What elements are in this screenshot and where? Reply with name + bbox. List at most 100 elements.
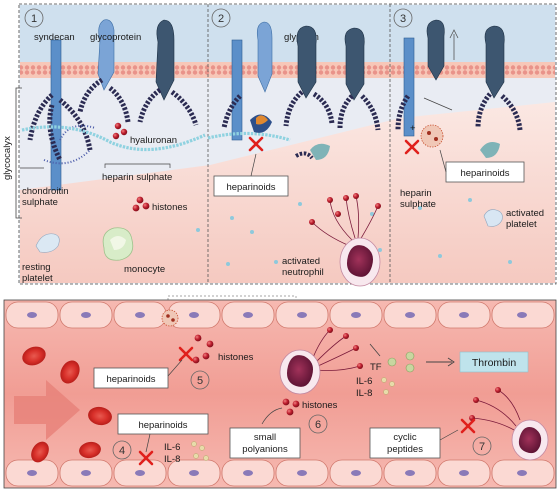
panel-number-2: 2 [211, 8, 231, 28]
svg-text:resting: resting [22, 262, 51, 273]
glycoprotein-label: glycoprotein [90, 32, 141, 43]
glycocalyx-fragment-p3 [480, 142, 500, 158]
cytokines-center: IL-6 IL-8 [356, 376, 395, 399]
svg-text:histones: histones [302, 400, 338, 411]
hyaluronan-chain-p2 [207, 131, 291, 142]
blood-flow-arrow [14, 380, 80, 440]
svg-text:5: 5 [197, 375, 203, 387]
svg-text:sulphate: sulphate [400, 199, 436, 210]
glypican-protein-p3 [484, 25, 505, 99]
svg-text:cyclic: cyclic [393, 432, 416, 443]
svg-text:heparinoids: heparinoids [138, 420, 187, 431]
svg-text:IL-6: IL-6 [356, 376, 372, 387]
svg-text:TF: TF [370, 362, 382, 373]
red-blood-cells [22, 346, 112, 463]
syndecan-protein-p3 [403, 37, 415, 137]
svg-text:histones: histones [218, 352, 254, 363]
activated-platelet-label: activated platelet [483, 208, 544, 230]
svg-text:4: 4 [119, 445, 125, 457]
svg-text:small: small [254, 432, 276, 443]
dark-glycoprotein-protein [155, 19, 175, 101]
heparinoids-box-5: heparinoids [93, 359, 183, 389]
svg-text:activated: activated [282, 256, 320, 267]
svg-text:peptides: peptides [387, 444, 423, 455]
histones-5: histones [192, 334, 254, 364]
inhibition-cross-7 [460, 418, 476, 434]
plasma-particles [196, 198, 512, 266]
panel-number-5: 5 [190, 370, 210, 390]
panel-number-7: 7 [472, 436, 492, 456]
panel-number-1: 1 [24, 8, 44, 28]
neutrophil-vessel-center [279, 327, 363, 395]
inhibition-cross-p2 [248, 136, 264, 152]
svg-text:heparin sulphate: heparin sulphate [102, 172, 172, 183]
svg-text:polyanions: polyanions [242, 444, 288, 455]
svg-text:sulphate: sulphate [22, 197, 58, 208]
svg-text:glycocalyx: glycocalyx [2, 136, 13, 180]
svg-text:2: 2 [218, 13, 224, 25]
tf-pathway: TF [369, 343, 455, 373]
svg-text:heparin: heparin [400, 188, 432, 199]
svg-text:heparinoids: heparinoids [226, 182, 275, 193]
hyaluronan-chain [21, 125, 206, 152]
glycoprotein-protein-p3 [426, 19, 459, 81]
heparin-sulphate-chains-p1 [27, 77, 199, 162]
panel-number-3: 3 [393, 8, 413, 28]
glycoprotein-protein-p2 [256, 21, 273, 93]
glycocalyx-fragment [294, 143, 330, 160]
svg-text:heparinoids: heparinoids [106, 374, 155, 385]
heparin-sulphate-chains-p2 [221, 90, 381, 131]
inhibition-cross-5 [178, 346, 194, 362]
shedding-bracket-p3 [423, 97, 453, 111]
heparinoids-box-p2: heparinoids [213, 153, 289, 197]
panel-number-4: 4 [112, 440, 132, 460]
svg-text:heparinoids: heparinoids [460, 168, 509, 179]
thrombin-box: Thrombin [459, 351, 529, 373]
svg-text:+: + [410, 123, 416, 134]
cytokines-4: IL-6 IL-8 [164, 441, 209, 465]
activated-neutrophil: activated neutrophil [282, 193, 381, 287]
inhibition-cross-4 [138, 450, 154, 466]
chondroitin-chain [43, 124, 96, 165]
svg-text:histones: histones [152, 202, 188, 213]
glycoprotein-protein [97, 19, 115, 91]
activated-platelet-vessel [161, 309, 179, 327]
neutrophil-vessel-right [469, 387, 549, 461]
svg-text:IL-8: IL-8 [164, 454, 180, 465]
svg-text:monocyte: monocyte [124, 264, 165, 275]
inhibition-cross-p3 [404, 139, 420, 155]
cyclic-peptides-box: cyclic peptides [369, 427, 459, 459]
svg-text:Thrombin: Thrombin [472, 357, 517, 369]
heparinoids-box-4: heparinoids [117, 413, 209, 453]
resting-platelet: resting platelet [22, 233, 60, 284]
vessel-panel [3, 299, 557, 489]
monocyte: monocyte [102, 227, 165, 275]
svg-text:neutrophil: neutrophil [282, 267, 324, 278]
heparin-sulphate-label-p3: heparin sulphate [400, 188, 436, 210]
hyaluronan-label: hyaluronan [130, 135, 177, 146]
chondroitin-sulphate-callout: chondroitin sulphate [20, 167, 68, 208]
histone-cluster [112, 122, 128, 140]
svg-text:activated: activated [506, 208, 544, 219]
heparinoids-box-p3: heparinoids [439, 149, 525, 183]
svg-text:7: 7 [479, 441, 485, 453]
histones-6: histones [261, 398, 338, 425]
zoom-connector [167, 295, 297, 300]
svg-text:IL-8: IL-8 [356, 388, 372, 399]
syndecan-protein-p2 [231, 39, 243, 141]
syndecan-label: syndecan [34, 32, 75, 43]
glypican-protein [296, 25, 365, 101]
panel-number-6: 6 [308, 414, 328, 434]
svg-text:IL-6: IL-6 [164, 442, 180, 453]
svg-text:3: 3 [400, 13, 406, 25]
glycocalyx-bracket: glycocalyx [2, 87, 22, 219]
svg-text:6: 6 [315, 419, 321, 431]
svg-text:chondroitin: chondroitin [22, 186, 68, 197]
histones-p1: histones [132, 196, 188, 213]
svg-text:platelet: platelet [22, 273, 53, 284]
heparinoid-bound [250, 114, 272, 133]
heparin-sulphate-chains-p3 [395, 92, 523, 131]
small-polyanions-box: small polyanions [229, 427, 301, 459]
activated-platelet-p3: + [410, 123, 444, 148]
